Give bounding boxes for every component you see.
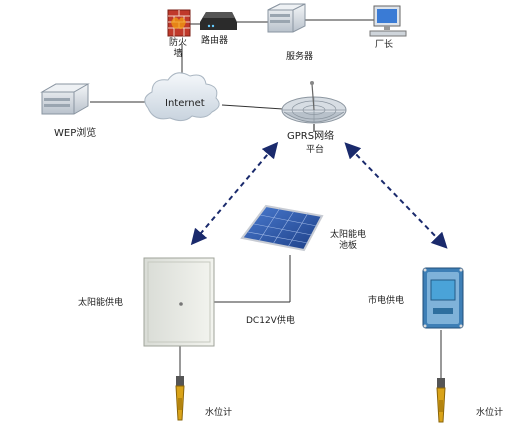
solar-panel-label: 太阳能电池板 <box>329 230 366 251</box>
wep-browse-label: WEP浏览 <box>54 128 97 139</box>
dc12v-label: DC12V供电 <box>246 316 295 326</box>
server-icon <box>267 3 306 33</box>
internet-gprs-link <box>221 104 284 110</box>
cloud-icon <box>144 72 220 122</box>
gprs-link-left <box>190 141 279 246</box>
rtu-terminal-icon <box>422 267 464 329</box>
internet-label: Internet <box>165 98 205 109</box>
router-icon <box>200 12 237 30</box>
satellite-dish-icon <box>281 81 347 132</box>
desktop-computer-icon <box>369 5 407 37</box>
mains-power-label: 市电供电 <box>368 296 405 306</box>
water-gauge-right-label: 水位计 <box>476 408 504 418</box>
water-level-sensor-icon <box>175 376 185 421</box>
admin-pc-label: 厂长 <box>375 40 394 50</box>
server-label: 服务器 <box>286 52 314 62</box>
gprs-platform-label: 平台 <box>306 145 325 155</box>
wep-client-server-icon <box>40 83 90 115</box>
gprs-network-label: GPRS网络 <box>287 131 335 142</box>
electrical-cabinet-icon <box>143 257 215 347</box>
firewall-label: 防火墙 <box>168 38 187 59</box>
solar-panel-icon <box>240 204 324 252</box>
firewall-icon <box>167 9 191 37</box>
gprs-link-right <box>344 142 448 249</box>
water-level-sensor-icon <box>436 378 446 423</box>
wired-links <box>90 19 442 380</box>
solar-power-label: 太阳能供电 <box>78 298 124 308</box>
router-label: 路由器 <box>201 36 229 46</box>
water-gauge-left-label: 水位计 <box>205 408 233 418</box>
